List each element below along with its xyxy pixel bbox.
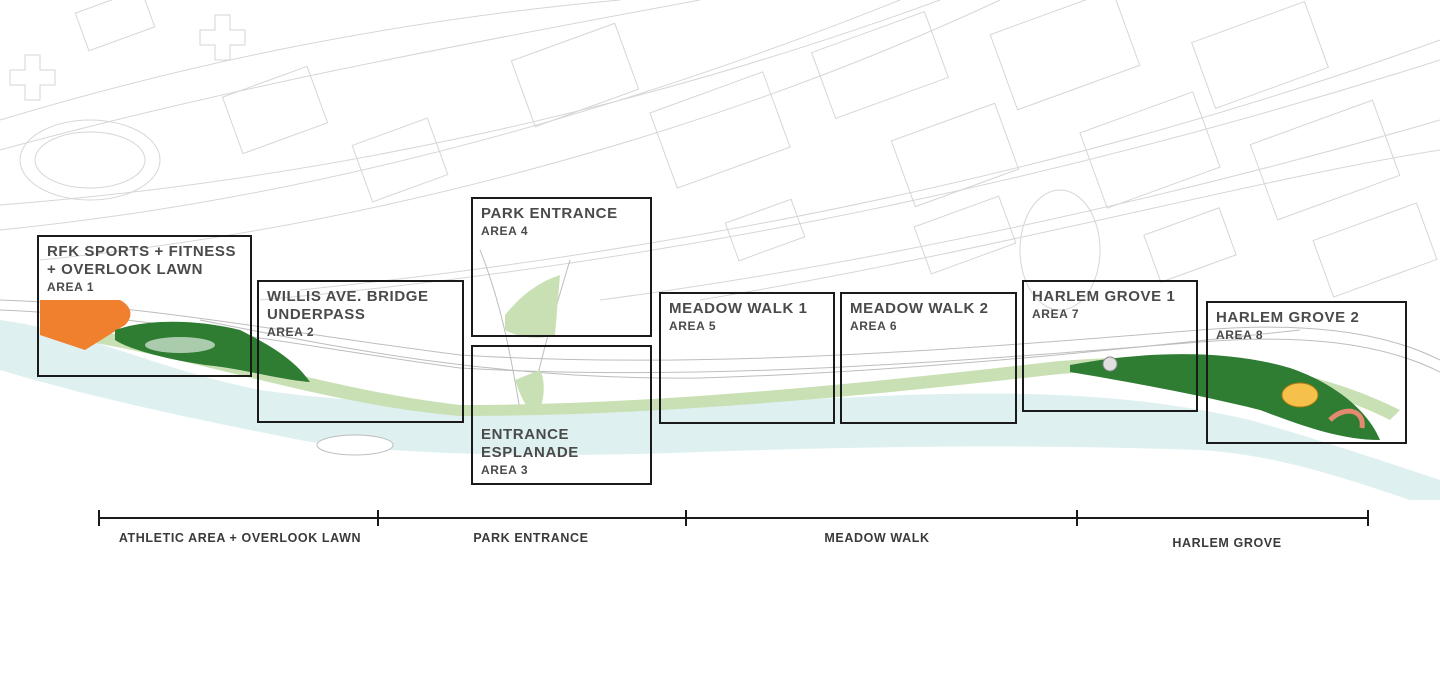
area-4-box[interactable]: PARK ENTRANCE AREA 4 — [471, 197, 652, 337]
area-1-box[interactable]: RFK SPORTS + FITNESS + OVERLOOK LAWN ARE… — [37, 235, 252, 377]
area-3-number: AREA 3 — [481, 463, 529, 477]
area-7-number: AREA 7 — [1032, 307, 1080, 321]
entrance-plaza — [505, 275, 560, 338]
area-4-number: AREA 4 — [481, 224, 529, 238]
harlem-river-water — [0, 320, 1440, 500]
zone-label-meadow-walk: MEADOW WALK — [824, 531, 930, 545]
area-2-title: WILLIS AVE. BRIDGE UNDERPASS — [267, 288, 429, 323]
zone-label-harlem-grove: HARLEM GROVE — [1172, 536, 1282, 550]
area-2-number: AREA 2 — [267, 325, 315, 339]
play-area — [1281, 382, 1319, 408]
area-8-title: HARLEM GROVE 2 — [1216, 309, 1360, 326]
street-grid — [0, 0, 1440, 311]
zone-label-athletic: ATHLETIC AREA + OVERLOOK LAWN — [118, 531, 362, 545]
esplanade-path — [90, 330, 1400, 420]
overlook-lawn-green — [115, 321, 310, 382]
harlem-grove-green — [1070, 354, 1380, 440]
area-6-title: MEADOW WALK 2 — [850, 300, 989, 317]
area-5-box[interactable]: MEADOW WALK 1 AREA 5 — [659, 292, 835, 424]
entrance-green — [515, 370, 544, 410]
area-5-number: AREA 5 — [669, 319, 717, 333]
area-6-box[interactable]: MEADOW WALK 2 AREA 6 — [840, 292, 1017, 424]
area-1-number: AREA 1 — [47, 280, 95, 294]
area-2-box[interactable]: WILLIS AVE. BRIDGE UNDERPASS AREA 2 — [257, 280, 464, 423]
area-4-title: PARK ENTRANCE — [481, 205, 618, 222]
area-8-box[interactable]: HARLEM GROVE 2 AREA 8 — [1206, 301, 1407, 444]
athletic-area-orange — [40, 300, 131, 350]
zone-label-park-entrance: PARK ENTRANCE — [473, 531, 589, 545]
pier-outline — [316, 434, 394, 456]
area-8-number: AREA 8 — [1216, 328, 1264, 342]
area-5-title: MEADOW WALK 1 — [669, 300, 808, 317]
area-7-title: HARLEM GROVE 1 — [1032, 288, 1176, 305]
area-1-title: RFK SPORTS + FITNESS + OVERLOOK LAWN — [47, 243, 237, 278]
area-7-box[interactable]: HARLEM GROVE 1 AREA 7 — [1022, 280, 1198, 412]
area-3-title: ENTRANCE ESPLANADE — [481, 426, 579, 461]
zone-timeline — [98, 510, 1369, 526]
area-3-box[interactable]: ENTRANCE ESPLANADE AREA 3 — [471, 345, 652, 485]
area-6-number: AREA 6 — [850, 319, 898, 333]
